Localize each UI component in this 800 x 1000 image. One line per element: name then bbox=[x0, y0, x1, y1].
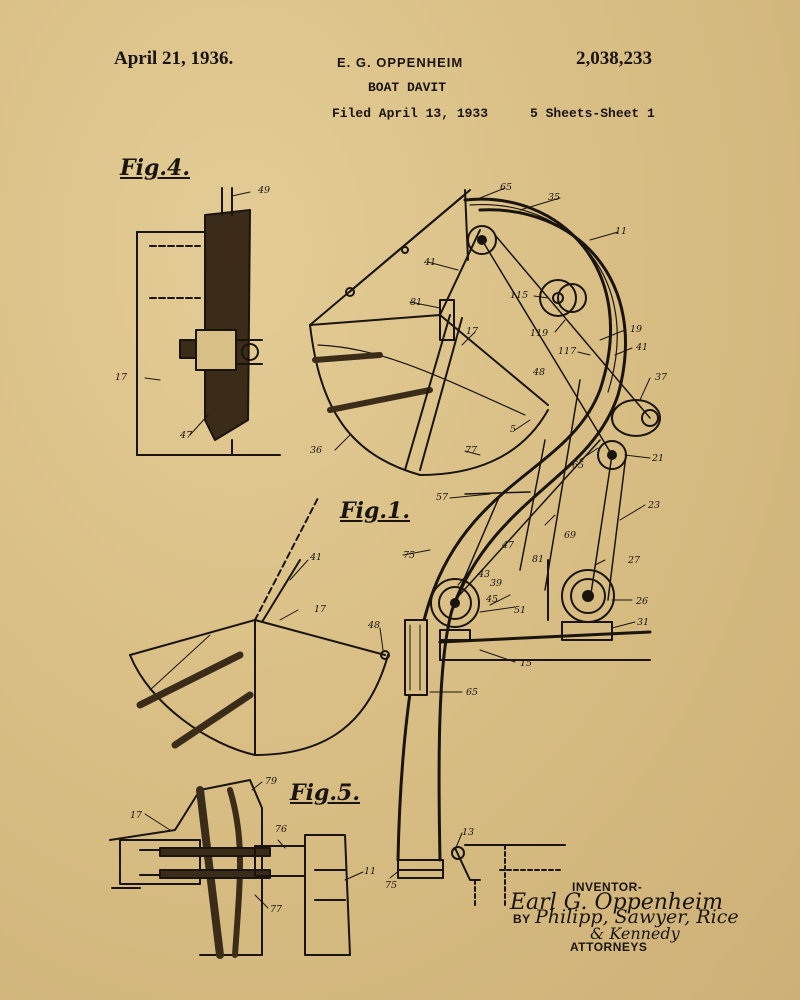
fig-1-boat-lowered bbox=[129, 497, 390, 756]
svg-text:36: 36 bbox=[310, 445, 322, 456]
svg-text:31: 31 bbox=[637, 617, 649, 628]
svg-text:41: 41 bbox=[309, 552, 322, 563]
svg-text:117: 117 bbox=[558, 346, 577, 357]
svg-text:77: 77 bbox=[270, 904, 283, 915]
invention-title: BOAT DAVIT bbox=[368, 80, 447, 95]
fig-4-drawing bbox=[136, 187, 281, 456]
fig-1-davit-arm bbox=[396, 197, 661, 879]
attorneys-signature-2: & Kennedy bbox=[590, 924, 680, 943]
fig-4-label: Fig.4. bbox=[120, 155, 190, 181]
svg-text:39: 39 bbox=[490, 578, 502, 589]
svg-text:37: 37 bbox=[655, 372, 668, 383]
svg-text:11: 11 bbox=[615, 226, 627, 237]
svg-text:48: 48 bbox=[367, 620, 380, 631]
by-caption: BY bbox=[513, 912, 531, 926]
fig-1-ropes bbox=[454, 234, 651, 601]
svg-text:65: 65 bbox=[500, 182, 512, 193]
svg-text:17: 17 bbox=[115, 372, 128, 383]
svg-text:69: 69 bbox=[564, 530, 576, 541]
inventor-caption: INVENTOR- bbox=[572, 880, 643, 894]
svg-text:43: 43 bbox=[477, 569, 490, 580]
svg-text:75: 75 bbox=[385, 880, 397, 891]
svg-text:27: 27 bbox=[627, 555, 641, 566]
svg-text:115: 115 bbox=[510, 290, 528, 301]
svg-text:15: 15 bbox=[520, 658, 532, 669]
svg-text:81: 81 bbox=[532, 554, 544, 565]
svg-text:21: 21 bbox=[651, 453, 664, 464]
svg-text:49: 49 bbox=[257, 185, 270, 196]
reference-leaders bbox=[144, 187, 651, 909]
svg-text:41: 41 bbox=[423, 257, 436, 268]
fig-1-winches bbox=[430, 559, 615, 641]
patent-number: 2,038,233 bbox=[576, 48, 652, 69]
svg-text:65: 65 bbox=[572, 460, 584, 471]
inventor-signature: Earl G. Oppenheim bbox=[510, 890, 723, 915]
svg-text:77: 77 bbox=[465, 445, 478, 456]
svg-text:41: 41 bbox=[635, 342, 648, 353]
fig-1-boat-hoisted bbox=[309, 189, 549, 476]
svg-text:17: 17 bbox=[466, 326, 479, 337]
svg-text:13: 13 bbox=[462, 827, 474, 838]
svg-text:119: 119 bbox=[530, 328, 548, 339]
svg-text:5: 5 bbox=[510, 424, 516, 435]
fig-5-drawing bbox=[109, 779, 351, 959]
svg-text:48: 48 bbox=[532, 367, 545, 378]
svg-text:47: 47 bbox=[179, 430, 193, 441]
inventor-header: E. G. OPPENHEIM bbox=[337, 55, 464, 70]
svg-text:19: 19 bbox=[630, 324, 642, 335]
svg-text:45: 45 bbox=[485, 594, 498, 605]
svg-text:76: 76 bbox=[275, 824, 287, 835]
patent-date: April 21, 1936. bbox=[114, 48, 234, 69]
svg-text:26: 26 bbox=[635, 596, 648, 607]
svg-text:17: 17 bbox=[314, 604, 327, 615]
svg-text:35: 35 bbox=[548, 192, 560, 203]
svg-text:57: 57 bbox=[436, 492, 449, 503]
fig-1-label: Fig.1. bbox=[340, 498, 410, 524]
sheet-count: 5 Sheets-Sheet 1 bbox=[530, 106, 655, 121]
svg-text:17: 17 bbox=[130, 810, 143, 821]
attorneys-caption: ATTORNEYS bbox=[570, 940, 648, 954]
filed-date: Filed April 13, 1933 bbox=[332, 106, 489, 121]
attorneys-signature: Philipp, Sawyer, Rice bbox=[535, 906, 739, 928]
svg-text:23: 23 bbox=[647, 500, 660, 511]
svg-text:11: 11 bbox=[364, 866, 376, 877]
reference-numbers: 49 17 47 65 35 11 41 81 17 115 119 19 11… bbox=[115, 182, 668, 915]
svg-text:81: 81 bbox=[410, 297, 422, 308]
svg-text:75: 75 bbox=[403, 550, 415, 561]
svg-text:47: 47 bbox=[501, 540, 515, 551]
fig-1-deck bbox=[438, 630, 652, 906]
svg-text:51: 51 bbox=[514, 605, 526, 616]
svg-text:79: 79 bbox=[265, 776, 277, 787]
svg-text:65: 65 bbox=[466, 687, 478, 698]
fig-5-label: Fig.5. bbox=[290, 780, 360, 806]
